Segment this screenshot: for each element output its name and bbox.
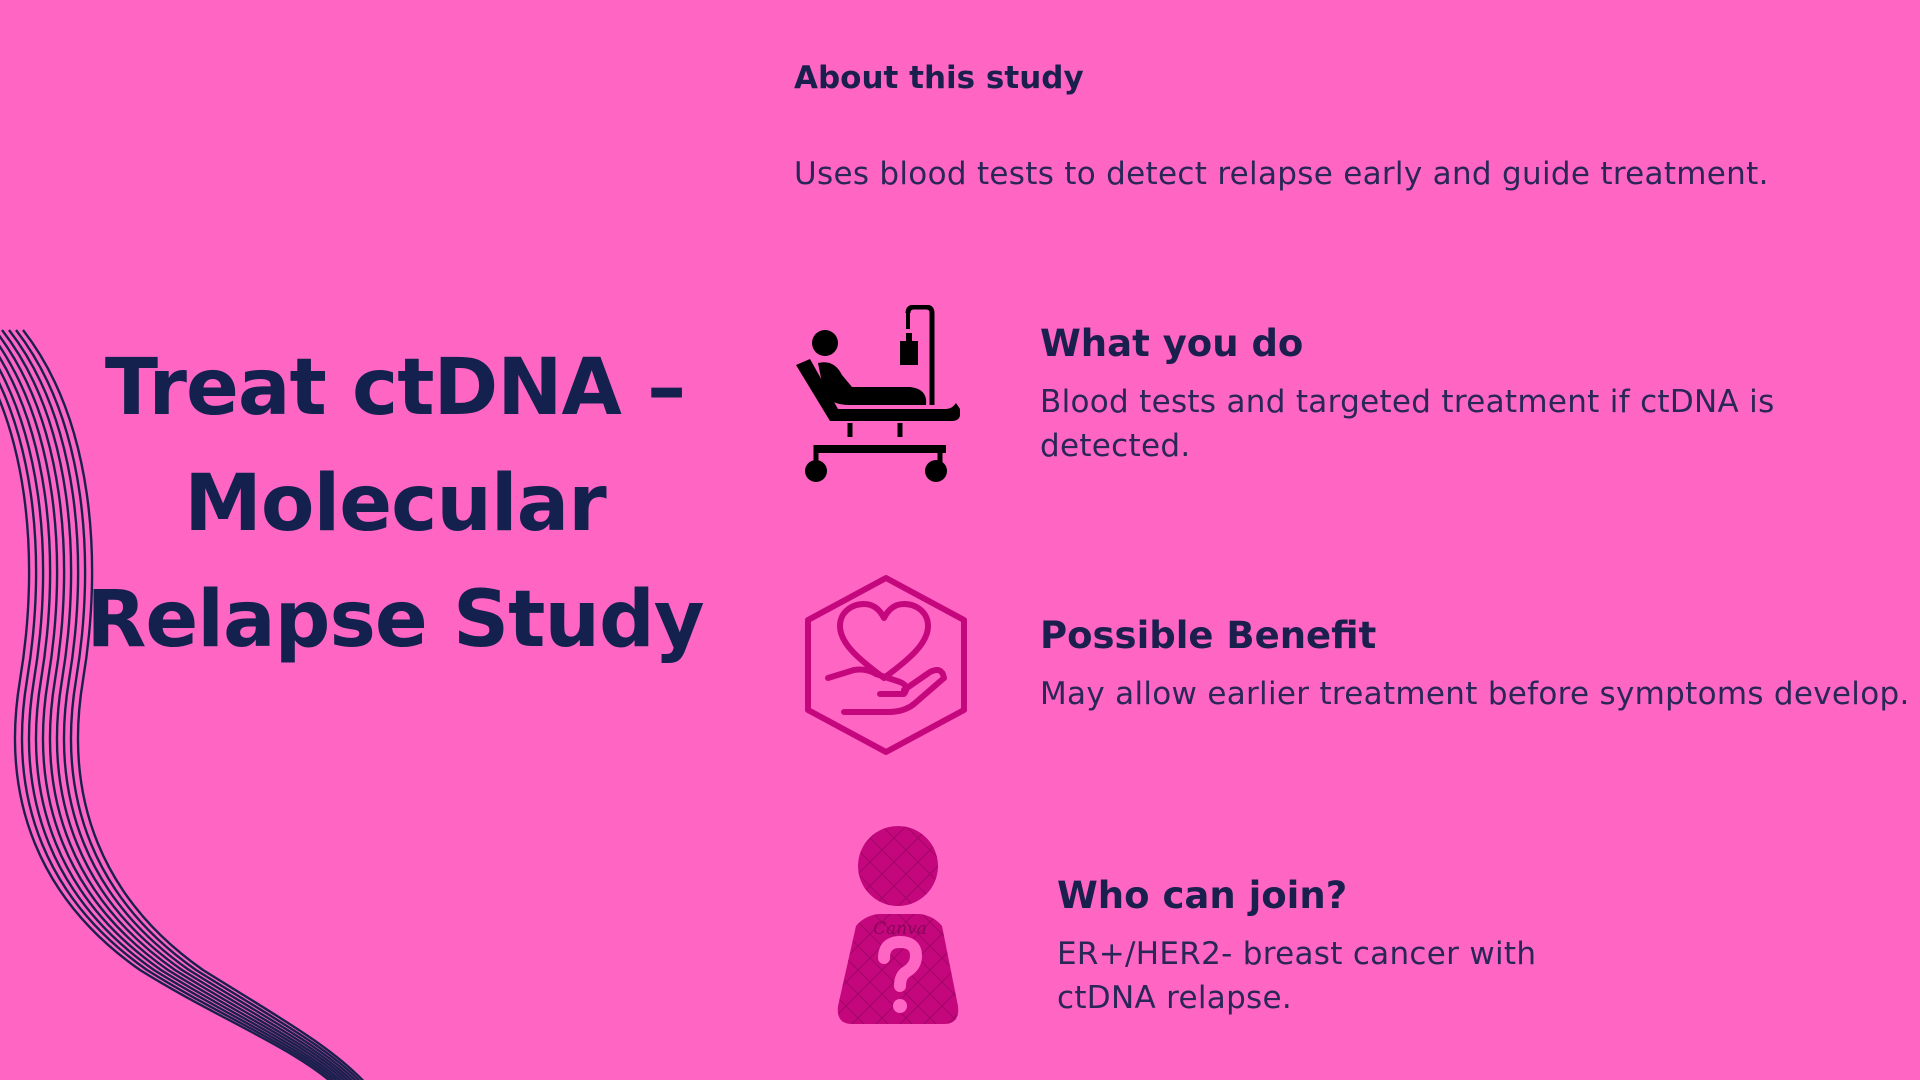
patient-bed-iv-icon: [790, 304, 961, 487]
section-text-possible-benefit: May allow earlier treatment before sympt…: [1040, 676, 1910, 712]
about-heading: About this study: [794, 60, 1084, 96]
heart-in-hand-hexagon-icon: [800, 574, 972, 756]
section-heading-what-you-do: What you do: [1040, 322, 1304, 365]
page-title: Treat ctDNA – Molecular Relapse Study: [86, 343, 704, 665]
canva-watermark: Canva: [873, 919, 927, 939]
section-heading-who-can-join: Who can join?: [1057, 874, 1348, 917]
about-text: Uses blood tests to detect relapse early…: [794, 156, 1769, 192]
person-question-icon: Canva: [834, 826, 964, 1028]
section-heading-possible-benefit: Possible Benefit: [1040, 614, 1377, 657]
section-text-what-you-do: Blood tests and targeted treatment if ct…: [1040, 384, 1775, 464]
section-text-who-can-join: ER+/HER2- breast cancer with ctDNA relap…: [1057, 936, 1537, 1016]
